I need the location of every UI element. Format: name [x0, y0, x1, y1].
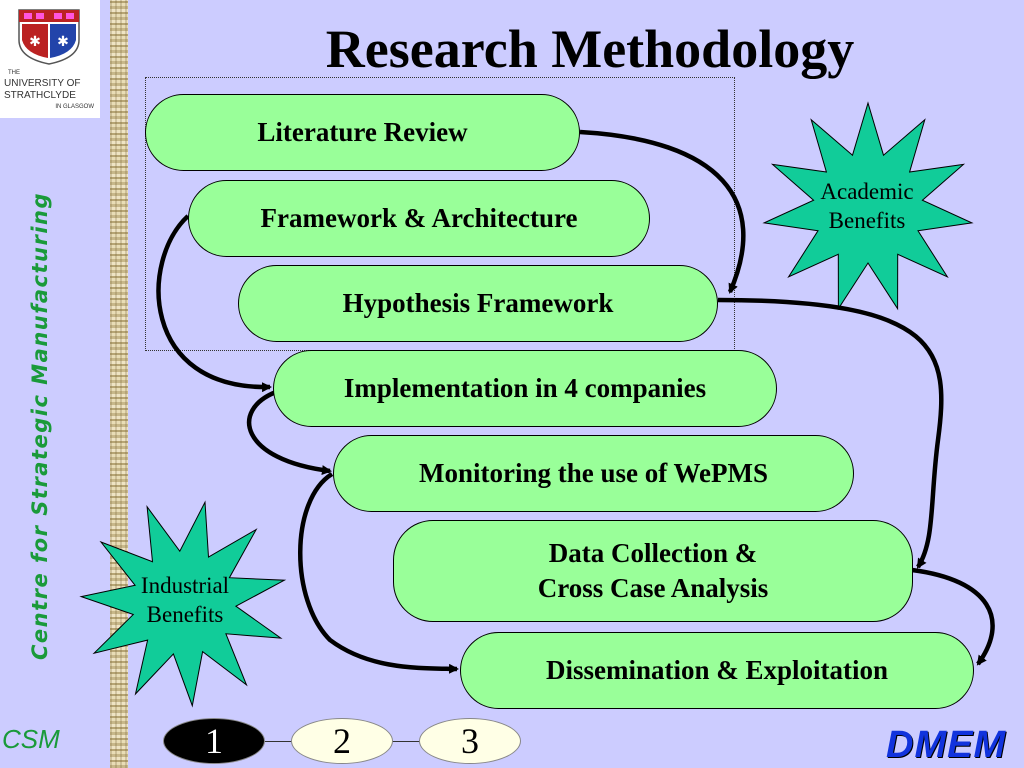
step-label: Hypothesis Framework [342, 287, 614, 318]
csm-logo: CSM [2, 724, 60, 754]
step-data-collection: Data Collection & Cross Case Analysis [393, 520, 913, 622]
academic-label-line-2: Benefits [828, 207, 906, 233]
arrow-literature-to-hypothesis [579, 129, 746, 294]
pager-connector [390, 741, 424, 742]
academic-benefits-burst [762, 101, 974, 311]
pager-2-button[interactable]: 2 [291, 718, 393, 764]
step-literature-review: Literature Review [145, 94, 580, 171]
university-city: IN GLASGOW [55, 104, 94, 110]
svg-text:✱: ✱ [57, 34, 69, 50]
industrial-benefits-label: Industrial Benefits [110, 572, 260, 630]
slide-title: Research Methodology [325, 19, 855, 79]
step-label: Implementation in 4 companies [343, 372, 707, 403]
arrow-implementation-to-monitoring [246, 389, 332, 475]
pager-connector [262, 741, 296, 742]
dmem-logo: DMEM [886, 724, 1007, 766]
university-line-1: UNIVERSITY OF [4, 78, 81, 89]
step-hypothesis-framework: Hypothesis Framework [238, 265, 718, 342]
academic-label-line-1: Academic [820, 179, 914, 204]
arrow-monitoring-to-dissemination [298, 472, 459, 674]
university-line-2: STRATHCLYDE [4, 90, 76, 101]
university-crest-icon: ✱ ✱ [18, 9, 80, 65]
step-label-line-1: Data Collection & [548, 537, 758, 568]
industrial-benefits-burst [79, 500, 287, 708]
step-label: Monitoring the use of WePMS [419, 457, 768, 488]
arrow-datacollection-to-dissemination [911, 567, 995, 666]
arrow-framework-to-implementation [156, 214, 272, 393]
industrial-label-line-2: Benefits [146, 601, 224, 627]
step-label-line-2: Cross Case Analysis [537, 573, 769, 603]
step-monitoring: Monitoring the use of WePMS [333, 435, 854, 512]
pager-3-button[interactable]: 3 [419, 718, 521, 764]
step-label: Literature Review [257, 116, 468, 147]
pager-1-button[interactable]: 1 [163, 718, 265, 764]
industrial-label-line-1: Industrial [140, 573, 230, 598]
academic-benefits-label: Academic Benefits [792, 178, 942, 236]
step-label: Dissemination & Exploitation [545, 654, 889, 685]
step-framework-architecture: Framework & Architecture [188, 180, 650, 257]
svg-text:✱: ✱ [29, 34, 41, 50]
step-implementation: Implementation in 4 companies [273, 350, 777, 427]
arrow-hypothesis-to-datacollection [717, 297, 944, 569]
step-dissemination: Dissemination & Exploitation [460, 632, 974, 709]
step-label: Framework & Architecture [260, 202, 578, 233]
university-the: THE [8, 70, 20, 76]
university-logo: ✱ ✱ THE UNIVERSITY OF STRATHCLYDE IN GLA… [0, 0, 100, 118]
decorative-strip [110, 0, 128, 768]
